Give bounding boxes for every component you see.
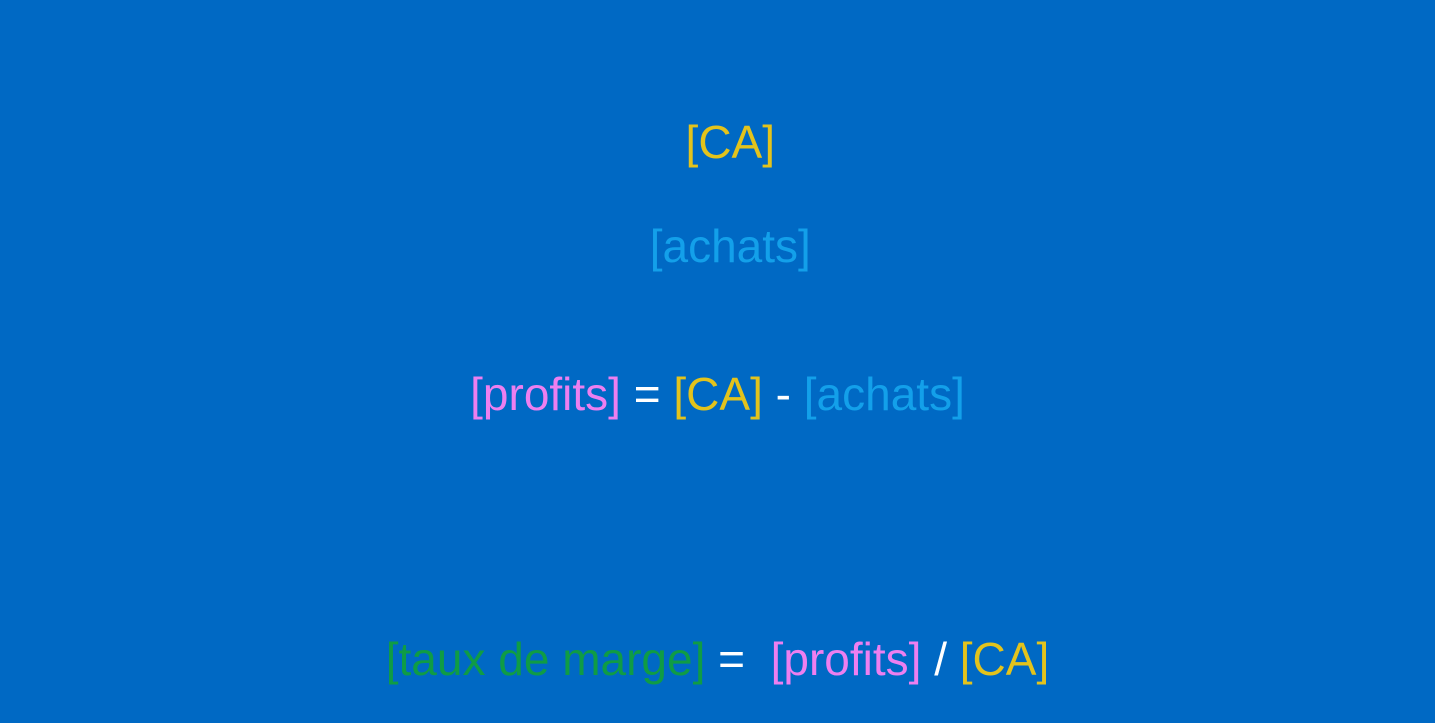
equals-operator: = [705, 633, 771, 685]
profits-token: [profits] [770, 633, 922, 685]
divide-operator: / [921, 633, 960, 685]
equals-operator: = [620, 368, 674, 420]
achats-token: [achats] [803, 368, 965, 420]
ca-variable-line: [CA] [0, 58, 1435, 170]
profits-token: [profits] [470, 368, 621, 420]
achats-token: [achats] [649, 220, 811, 272]
ca-token: [CA] [673, 368, 763, 420]
achats-variable-line: [achats] [0, 162, 1435, 274]
ca-token: [CA] [685, 116, 776, 168]
ca-token: [CA] [959, 633, 1050, 685]
taux-de-marge-token: [taux de marge] [385, 633, 706, 685]
margin-rate-formula-line: [taux de marge] = [profits] / [CA] [0, 631, 1435, 687]
profits-formula-line: [profits] = [CA] - [achats] [0, 366, 1435, 422]
minus-operator: - [762, 368, 804, 420]
